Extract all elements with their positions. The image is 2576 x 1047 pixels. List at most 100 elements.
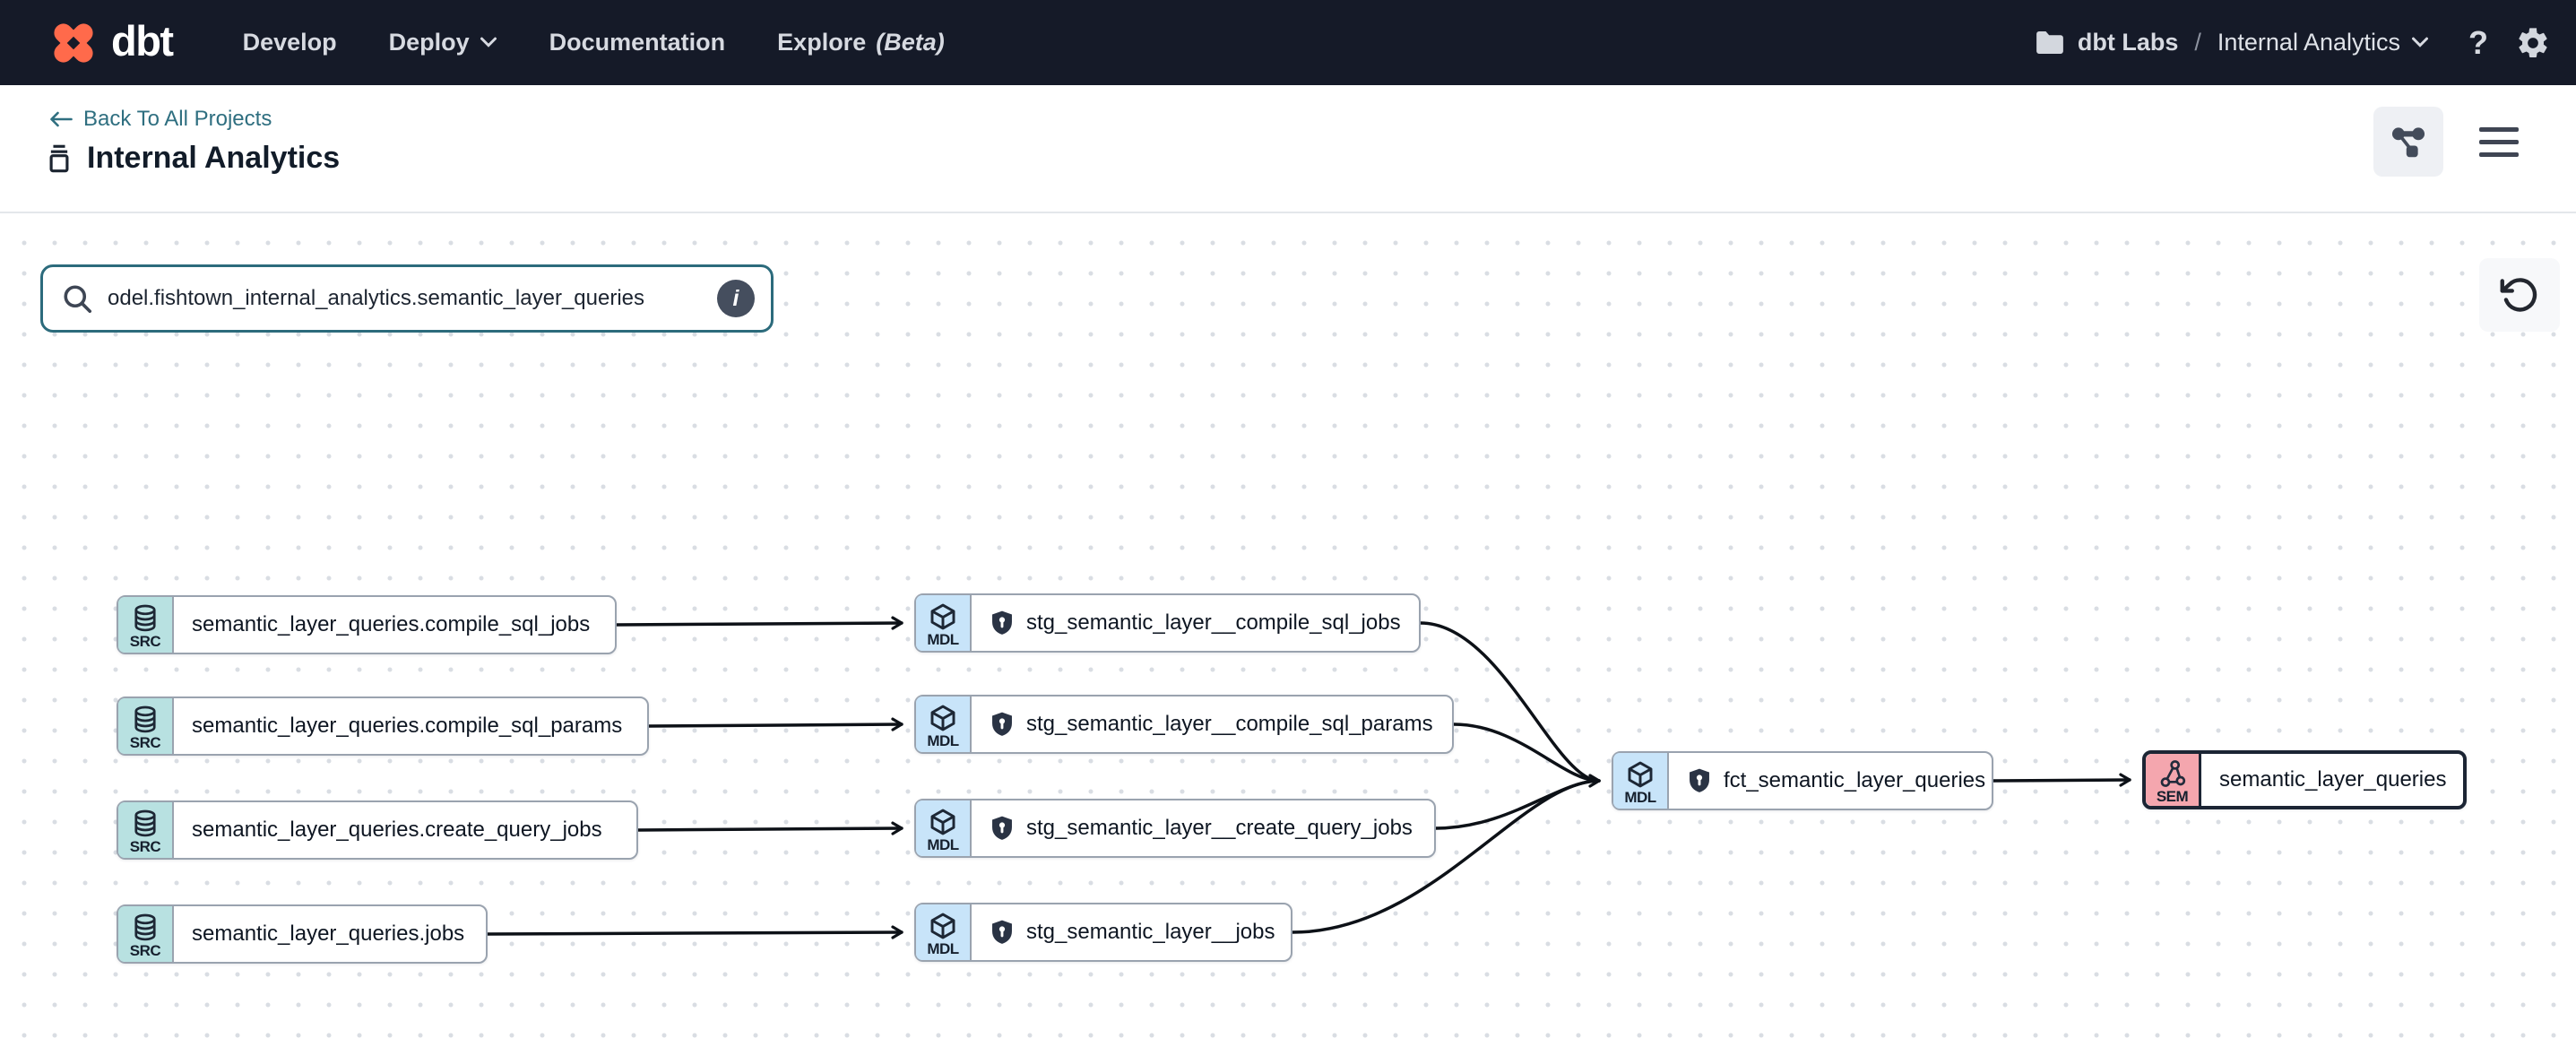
contract-shield-icon <box>990 919 1015 946</box>
dbt-logo-icon <box>47 16 100 70</box>
node-type-label: MDL <box>927 630 959 648</box>
node-body: semantic_layer_queries.compile_sql_jobs <box>174 597 615 653</box>
help-button[interactable]: ? <box>2468 23 2488 61</box>
chevron-down-icon <box>2412 37 2428 48</box>
nav-documentation[interactable]: Documentation <box>549 29 726 56</box>
lineage-edge-src1-mdl1 <box>615 616 903 630</box>
node-type-label: MDL <box>927 939 959 957</box>
search-input[interactable]: odel.fishtown_internal_analytics.semanti… <box>108 286 645 310</box>
graph-node-src1[interactable]: SRC semantic_layer_queries.compile_sql_jo… <box>117 595 617 654</box>
graph-node-mdl2[interactable]: MDL stg_semantic_layer__compile_sql_param… <box>914 695 1454 754</box>
cube-icon <box>929 704 957 732</box>
undo-icon <box>2500 278 2537 312</box>
src-type-badge: SRC <box>118 597 174 653</box>
node-body: semantic_layer_queries.compile_sql_param… <box>174 698 647 754</box>
dbt-logo-text: dbt <box>111 17 174 65</box>
search-icon <box>64 285 92 314</box>
database-icon <box>132 809 159 838</box>
mdl-type-badge: MDL <box>916 595 972 651</box>
lineage-edge-src4-mdl4 <box>486 925 903 939</box>
node-type-label: SRC <box>129 733 161 751</box>
graph-node-src3[interactable]: SRC semantic_layer_queries.create_query_j… <box>117 800 638 860</box>
breadcrumb-separator: / <box>2194 29 2201 56</box>
lineage-edge-mdl3-fct <box>1434 779 1601 830</box>
node-label: semantic_layer_queries.create_query_jobs <box>192 818 602 842</box>
node-body: stg_semantic_layer__jobs <box>972 904 1293 960</box>
node-label: stg_semantic_layer__create_query_jobs <box>1026 816 1413 840</box>
graph-node-mdl4[interactable]: MDL stg_semantic_layer__jobs <box>914 903 1292 962</box>
nav-explore-beta[interactable]: Explore(Beta) <box>777 29 945 56</box>
header-actions <box>2373 107 2524 177</box>
contract-shield-icon <box>990 815 1015 842</box>
mdl-type-badge: MDL <box>916 697 972 752</box>
account-org[interactable]: dbt Labs <box>2077 29 2179 56</box>
contract-shield-icon <box>1687 767 1712 794</box>
cube-icon <box>929 808 957 836</box>
lineage-canvas[interactable]: odel.fishtown_internal_analytics.semanti… <box>0 215 2576 1047</box>
lineage-edge-src3-mdl3 <box>636 821 903 835</box>
mdl-type-badge: MDL <box>1613 753 1669 809</box>
src-type-badge: SRC <box>118 906 174 962</box>
database-icon <box>132 604 159 633</box>
lineage-edge-fct-sem <box>1992 773 2131 787</box>
reset-view-button[interactable] <box>2479 258 2560 332</box>
back-to-all-projects-link[interactable]: Back To All Projects <box>49 107 272 132</box>
contract-shield-icon <box>990 610 1015 636</box>
left-arrow-icon <box>50 111 73 127</box>
src-type-badge: SRC <box>118 802 174 858</box>
cube-icon <box>1626 760 1655 789</box>
page-title: Internal Analytics <box>87 141 341 175</box>
nav-develop[interactable]: Develop <box>242 29 337 56</box>
project-icon <box>49 144 69 172</box>
node-body: stg_semantic_layer__compile_sql_params <box>972 697 1452 752</box>
node-body: stg_semantic_layer__create_query_jobs <box>972 800 1434 856</box>
node-body: fct_semantic_layer_queries <box>1669 753 2003 809</box>
node-label: semantic_layer_queries.compile_sql_param… <box>192 714 623 738</box>
node-label: semantic_layer_queries <box>2219 767 2447 792</box>
nav-deploy[interactable]: Deploy <box>389 29 497 56</box>
mdl-type-badge: MDL <box>916 800 972 856</box>
src-type-badge: SRC <box>118 698 174 754</box>
account-area: dbt Labs / Internal Analytics ? <box>2035 24 2551 62</box>
node-type-label: SRC <box>129 632 161 650</box>
graph-node-sem[interactable]: SEM semantic_layer_queries <box>2142 750 2467 809</box>
top-navigation-bar: dbt Develop Deploy Documentation Explore… <box>0 0 2576 85</box>
main-nav: Develop Deploy Documentation Explore(Bet… <box>243 29 945 56</box>
chevron-down-icon <box>480 37 497 48</box>
node-body: stg_semantic_layer__compile_sql_jobs <box>972 595 1419 651</box>
graph-node-src2[interactable]: SRC semantic_layer_queries.compile_sql_pa… <box>117 697 649 756</box>
node-label: semantic_layer_queries.jobs <box>192 922 465 946</box>
settings-gear-icon[interactable] <box>2515 25 2551 61</box>
mdl-type-badge: MDL <box>916 904 972 960</box>
cube-icon <box>929 912 957 940</box>
node-type-label: MDL <box>927 835 959 853</box>
page-title-row: Internal Analytics <box>45 141 340 176</box>
node-label: stg_semantic_layer__jobs <box>1026 920 1275 944</box>
menu-bar <box>2479 126 2519 132</box>
dbt-logo[interactable]: dbt <box>47 16 174 70</box>
menu-bar <box>2479 151 2519 157</box>
lineage-search-bar[interactable]: odel.fishtown_internal_analytics.semanti… <box>40 264 774 333</box>
lineage-view-button[interactable] <box>2373 107 2443 177</box>
node-label: stg_semantic_layer__compile_sql_jobs <box>1026 610 1401 635</box>
project-switcher[interactable]: Internal Analytics <box>2217 29 2429 56</box>
graph-node-src4[interactable]: SRC semantic_layer_queries.jobs <box>117 904 488 964</box>
node-label: stg_semantic_layer__compile_sql_params <box>1026 712 1433 736</box>
contract-shield-icon <box>990 711 1015 738</box>
menu-bar <box>2479 139 2519 144</box>
semantic-icon <box>2158 759 2187 788</box>
node-type-label: MDL <box>1624 788 1656 806</box>
node-body: semantic_layer_queries.create_query_jobs <box>174 802 636 858</box>
info-icon[interactable]: i <box>717 280 755 317</box>
lineage-graph-icon <box>2391 127 2425 158</box>
graph-node-mdl3[interactable]: MDL stg_semantic_layer__create_query_jobs <box>914 799 1436 858</box>
node-body: semantic_layer_queries.jobs <box>174 906 486 962</box>
sem-type-badge: SEM <box>2146 754 2201 806</box>
page-header: Back To All Projects Internal Analytics <box>0 85 2576 213</box>
database-icon <box>132 913 159 942</box>
hamburger-menu-button[interactable] <box>2474 122 2524 162</box>
graph-node-mdl1[interactable]: MDL stg_semantic_layer__compile_sql_jobs <box>914 593 1421 653</box>
node-type-label: MDL <box>927 731 959 749</box>
